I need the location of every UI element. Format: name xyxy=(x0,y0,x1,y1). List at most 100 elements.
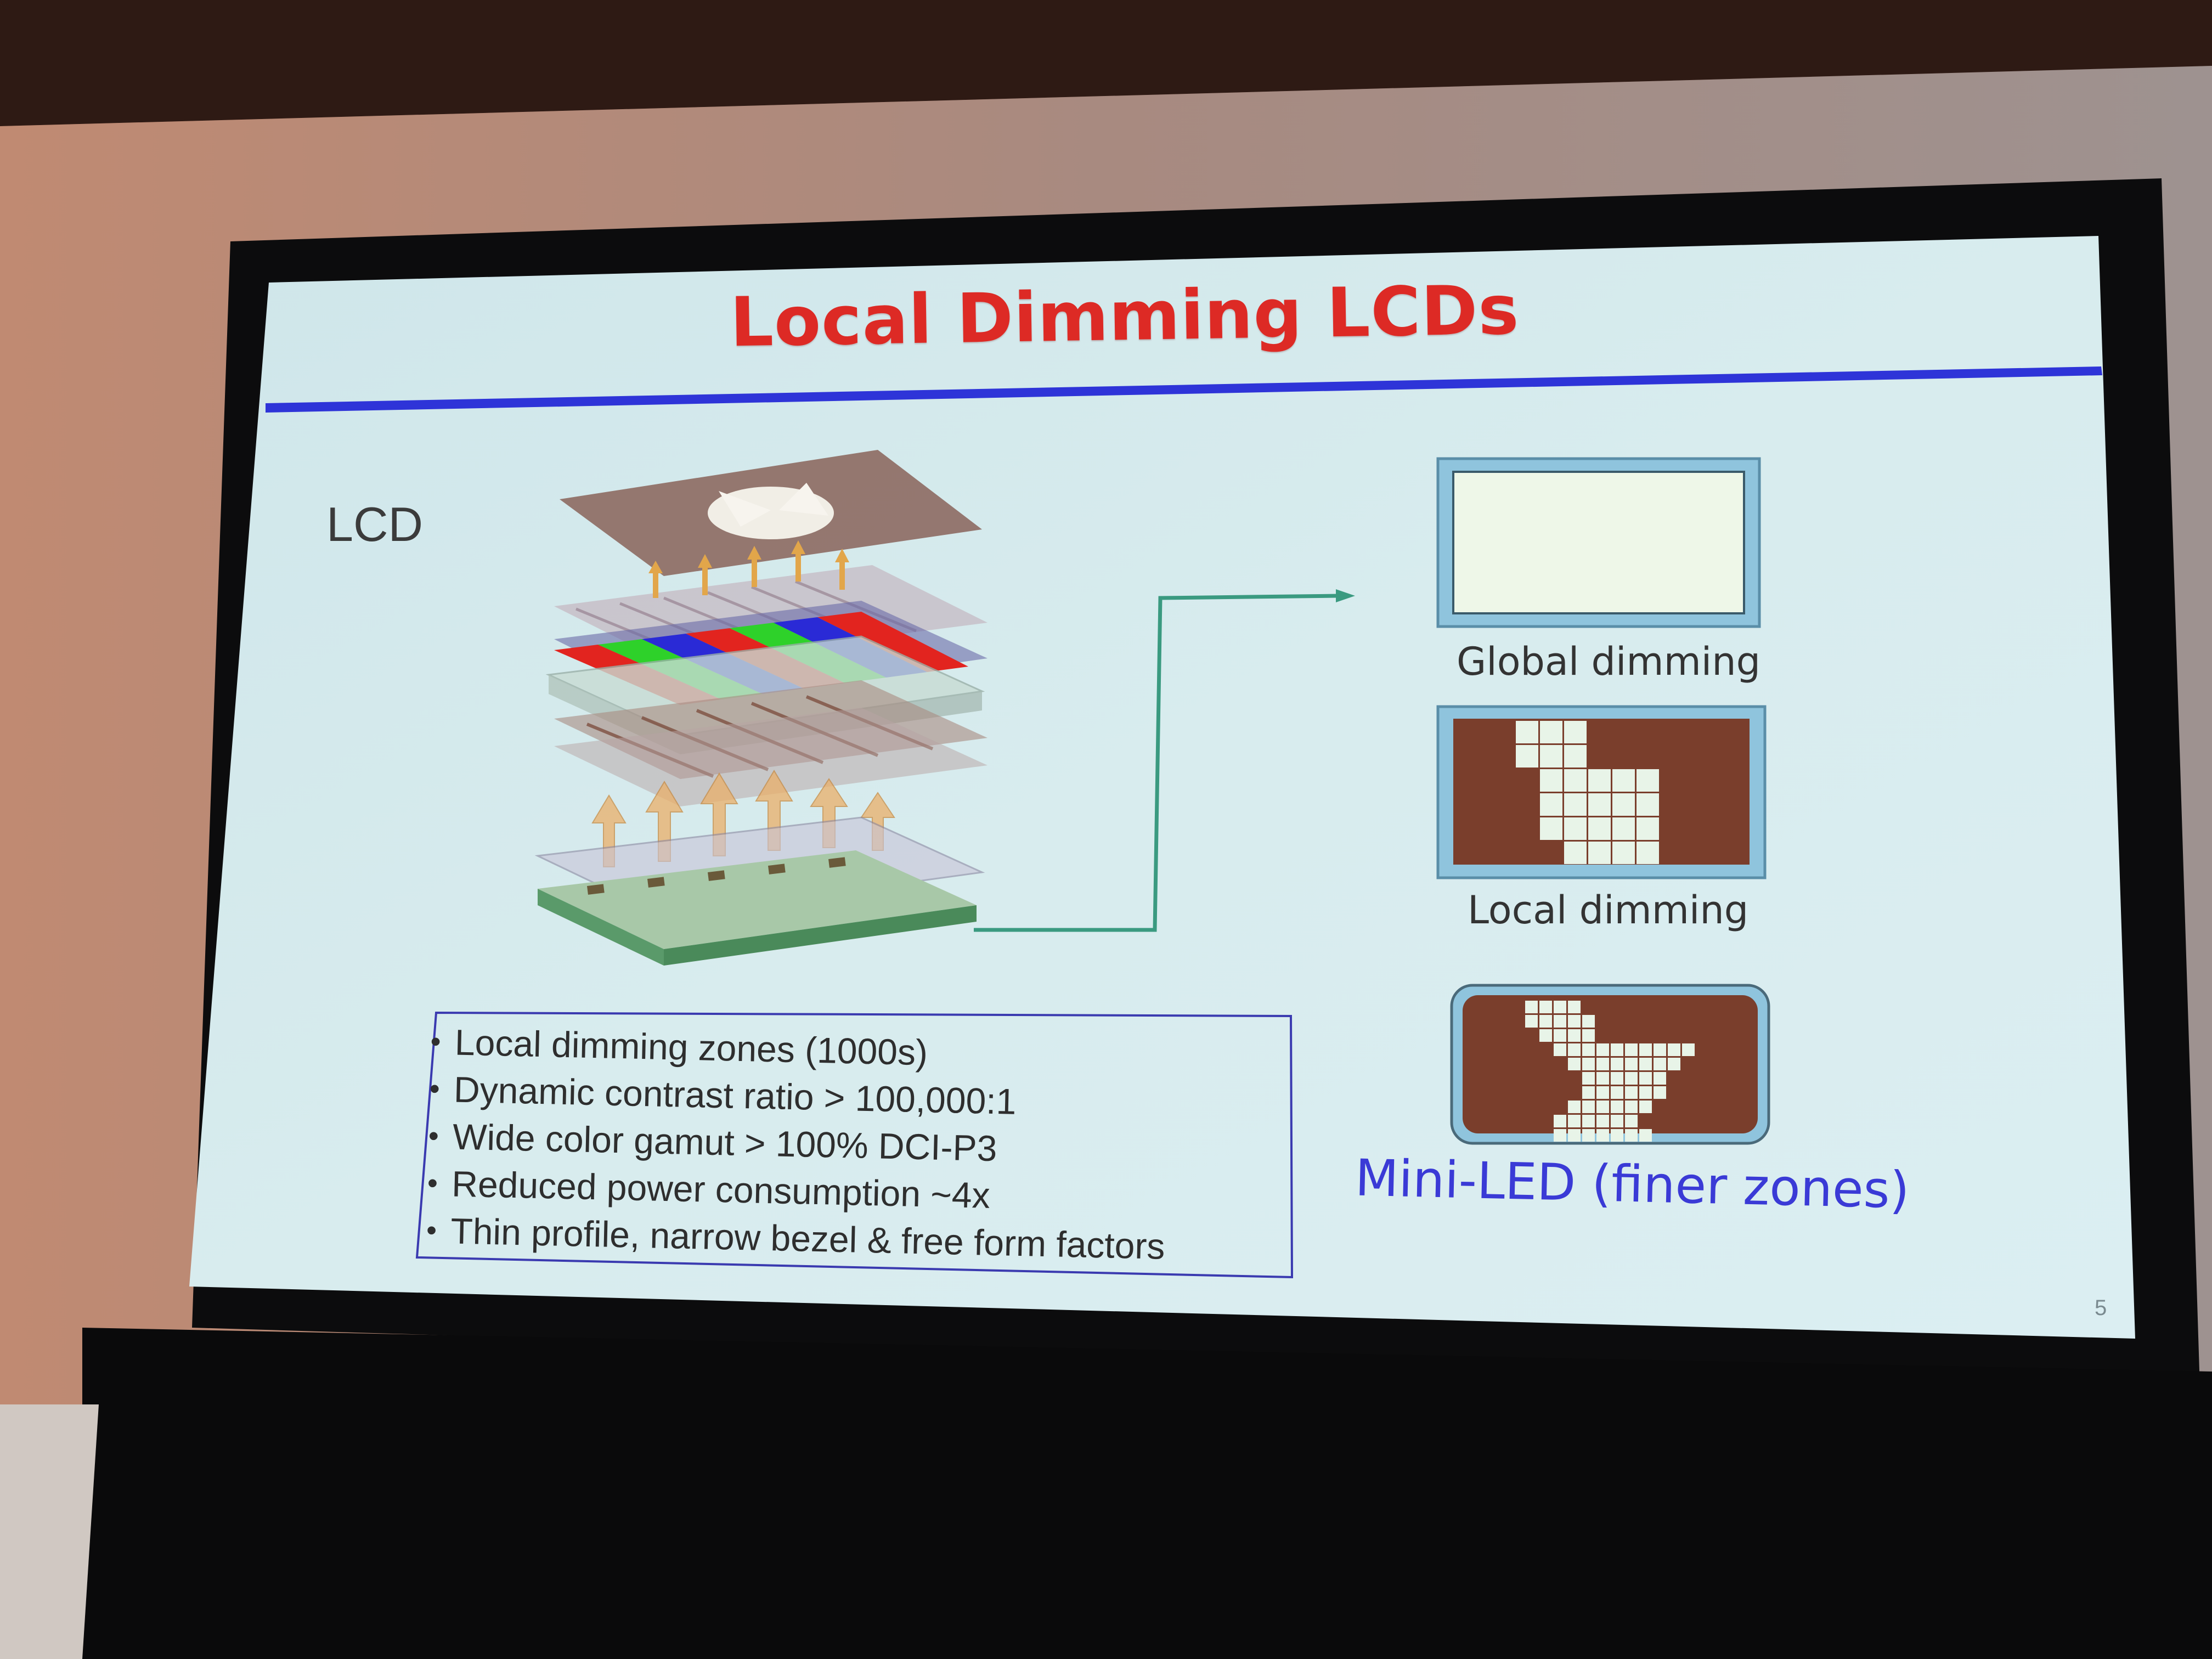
local-dimming-panel xyxy=(1436,705,1767,879)
dimming-zone-cell xyxy=(1588,769,1611,792)
dimming-zone-cell xyxy=(1582,1015,1595,1028)
dimming-zone-cell xyxy=(1582,1086,1595,1099)
feature-list: •Local dimming zones (1000s) •Dynamic co… xyxy=(412,1018,1295,1273)
mini-led-caption: Mini-LED (finer zones) xyxy=(1354,1148,1910,1220)
dimming-zone-cell xyxy=(1596,1101,1609,1113)
dimming-zone-cell xyxy=(1639,1072,1652,1085)
dimming-zone-cell xyxy=(1596,1072,1609,1085)
dimming-zone-cell xyxy=(1539,1001,1552,1013)
dimming-zone-cell xyxy=(1625,1129,1638,1142)
dimming-zone-cell xyxy=(1582,1043,1595,1056)
dimming-zone-cell xyxy=(1539,1029,1552,1042)
dimming-zone-cell xyxy=(1625,1086,1638,1099)
dimming-zone-cell xyxy=(1596,1086,1609,1099)
dimming-zone-cell xyxy=(1582,1101,1595,1113)
title-rule xyxy=(266,366,2102,413)
dimming-zone-cell xyxy=(1625,1115,1638,1127)
dimming-zone-cell xyxy=(1625,1072,1638,1085)
bullet-box xyxy=(415,1011,1294,1279)
dimming-zone-cell xyxy=(1596,1115,1609,1127)
dimming-zone-cell xyxy=(1525,1001,1538,1013)
dimming-zone-cell xyxy=(1611,1058,1623,1070)
dimming-zone-cell xyxy=(1582,1058,1595,1070)
dimming-zone-cell xyxy=(1582,1129,1595,1142)
dimming-zone-cell xyxy=(1540,793,1562,816)
dimming-zone-cell xyxy=(1611,1072,1623,1085)
global-dimming-panel xyxy=(1436,457,1761,628)
dimming-zone-cell xyxy=(1525,1015,1538,1028)
dimming-zone-cell xyxy=(1568,1043,1581,1056)
dimming-zone-cell xyxy=(1588,793,1611,816)
dimming-zone-cell xyxy=(1588,817,1611,840)
dimming-zone-cell xyxy=(1668,1043,1680,1056)
dimming-zone-cell xyxy=(1637,769,1659,792)
dimming-zone-cell xyxy=(1637,793,1659,816)
dimming-zone-cell xyxy=(1611,1101,1623,1113)
dimming-zone-cell xyxy=(1654,1043,1666,1056)
dimming-zone-cell xyxy=(1568,1058,1581,1070)
dimming-zone-cell xyxy=(1639,1101,1652,1113)
dimming-zone-cell xyxy=(1612,817,1635,840)
lcd-label: LCD xyxy=(326,497,424,551)
dimming-zone-cell xyxy=(1554,1001,1566,1013)
dimming-zone-cell xyxy=(1516,745,1538,768)
dimming-zone-cell xyxy=(1639,1043,1652,1056)
dimming-zone-cell xyxy=(1637,842,1659,864)
dimming-zone-cell xyxy=(1554,1129,1566,1142)
dimming-zone-cell xyxy=(1554,1029,1566,1042)
dimming-zone-cell xyxy=(1611,1086,1623,1099)
dimming-zone-cell xyxy=(1611,1043,1623,1056)
dimming-zone-cell xyxy=(1611,1115,1623,1127)
dimming-zone-cell xyxy=(1554,1043,1566,1056)
dimming-zone-cell xyxy=(1639,1086,1652,1099)
dimming-zone-cell xyxy=(1568,1115,1581,1127)
dimming-zone-cell xyxy=(1568,1129,1581,1142)
slide-title: Local Dimming LCDs xyxy=(729,270,1520,363)
local-dimming-caption: Local dimming xyxy=(1468,888,1749,933)
dimming-zone-cell xyxy=(1682,1043,1695,1056)
dimming-zone-cell xyxy=(1568,1101,1581,1113)
dimming-zone-cell xyxy=(1554,1015,1566,1028)
dimming-zone-cell xyxy=(1540,769,1562,792)
dimming-zone-cell xyxy=(1564,817,1587,840)
dimming-zone-cell xyxy=(1625,1058,1638,1070)
dimming-zone-cell xyxy=(1654,1058,1666,1070)
dimming-zone-cell xyxy=(1564,769,1587,792)
dimming-zone-cell xyxy=(1582,1115,1595,1127)
dimming-zone-cell xyxy=(1596,1058,1609,1070)
dimming-zone-cell xyxy=(1625,1101,1638,1113)
mini-led-panel xyxy=(1450,984,1770,1145)
dimming-zone-cell xyxy=(1625,1043,1638,1056)
dimming-zone-cell xyxy=(1564,793,1587,816)
dimming-zone-cell xyxy=(1516,721,1538,743)
dimming-zone-cell xyxy=(1596,1043,1609,1056)
dimming-zone-cell xyxy=(1539,1015,1552,1028)
dimming-zone-cell xyxy=(1654,1072,1666,1085)
dimming-zone-cell xyxy=(1639,1129,1652,1142)
dimming-zone-cell xyxy=(1564,721,1587,743)
dimming-zone-cell xyxy=(1540,721,1562,743)
dimming-zone-cell xyxy=(1668,1058,1680,1070)
dimming-zone-cell xyxy=(1568,1029,1581,1042)
dimming-zone-cell xyxy=(1540,745,1562,768)
dimming-zone-cell xyxy=(1582,1072,1595,1085)
dimming-zone-cell xyxy=(1612,769,1635,792)
lcd-exploded-diagram xyxy=(534,450,988,966)
dimming-zone-cell xyxy=(1540,817,1562,840)
dimming-zone-cell xyxy=(1654,1086,1666,1099)
dimming-zone-cell xyxy=(1582,1029,1595,1042)
global-dimming-caption: Global dimming xyxy=(1457,639,1761,684)
connector-arrow xyxy=(974,589,1355,932)
dimming-zone-cell xyxy=(1639,1058,1652,1070)
dimming-zone-cell xyxy=(1612,793,1635,816)
dimming-zone-cell xyxy=(1568,1015,1581,1028)
dimming-zone-cell xyxy=(1568,1001,1581,1013)
dimming-zone-cell xyxy=(1588,842,1611,864)
dimming-zone-cell xyxy=(1611,1129,1623,1142)
dimming-zone-cell xyxy=(1596,1129,1609,1142)
slide-page-number: 5 xyxy=(2095,1296,2107,1320)
dimming-zone-cell xyxy=(1564,842,1587,864)
dimming-zone-cell xyxy=(1637,817,1659,840)
dimming-zone-cell xyxy=(1564,745,1587,768)
dimming-zone-cell xyxy=(1612,842,1635,864)
